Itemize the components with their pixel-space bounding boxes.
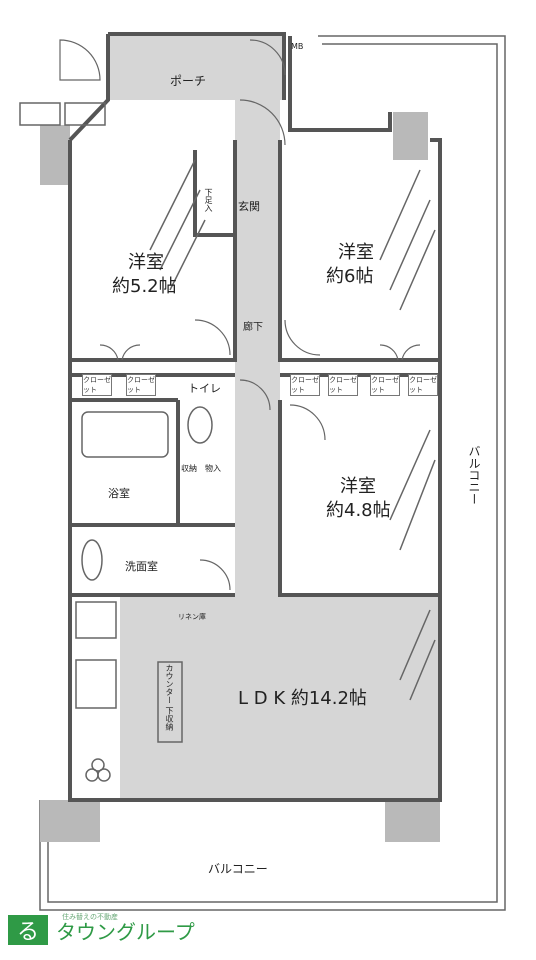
door-swing: [289, 404, 326, 441]
hatch: [389, 429, 436, 551]
logo-mark: る: [8, 915, 48, 945]
washroom-label: 洗面室: [125, 560, 158, 573]
hallway-area: [235, 235, 280, 595]
toilet-fixture: [187, 406, 213, 444]
door-swing: [239, 99, 286, 146]
toilet-label: トイレ: [188, 382, 221, 395]
porch-wall: [108, 32, 286, 100]
door-swing: [194, 319, 231, 356]
hatch: [379, 169, 436, 311]
closet-tag: クローゼット: [290, 374, 320, 396]
door-swing: [249, 39, 286, 76]
entrance-label: 玄関: [238, 200, 260, 213]
room3-wall: [278, 400, 440, 597]
pillar: [40, 125, 70, 185]
linen-label: リネン庫: [178, 613, 206, 621]
fridge: [75, 601, 117, 639]
ldk-area: [120, 595, 440, 800]
pillar: [40, 800, 100, 842]
room2-wall: [278, 140, 440, 362]
room1-size: 約5.2帖: [112, 276, 177, 297]
washbasin: [81, 539, 103, 581]
door-swing: [199, 559, 231, 591]
door-swing: [59, 39, 101, 81]
storage-b-label: 物入: [205, 464, 221, 473]
room3-size: 約4.8帖: [326, 500, 391, 521]
pillar: [393, 112, 428, 160]
door-swing: [239, 379, 271, 411]
balcony-outline: [39, 35, 506, 911]
closet-door: [99, 344, 141, 361]
hatch: [149, 159, 206, 291]
closet-tag: クローゼット: [370, 374, 400, 396]
burner: [97, 768, 111, 782]
room3-name: 洋室: [340, 476, 376, 497]
hallway-label: 廊下: [243, 322, 263, 333]
logo-subtitle: 住み替えの不動産: [62, 913, 118, 921]
storage-a-label: 収納: [181, 464, 197, 473]
counter: [157, 661, 183, 743]
counter-label: カウンター 下収納: [165, 664, 174, 731]
closet-tag: クローゼット: [82, 374, 112, 396]
room1-name: 洋室: [128, 252, 164, 273]
porch-wall: [68, 34, 110, 142]
outer-wall: [68, 138, 442, 802]
ac-unit: [64, 102, 106, 126]
room2-name: 洋室: [338, 242, 374, 263]
porch-label: ポーチ: [170, 74, 207, 88]
closet-tag: クローゼット: [328, 374, 358, 396]
mb-label: MB: [291, 42, 304, 51]
hatch: [399, 609, 436, 701]
room2-size: 約6帖: [326, 266, 374, 287]
company-logo: る タウングループ: [8, 915, 195, 945]
pillar: [385, 800, 440, 842]
entrance-area: [235, 95, 280, 235]
balcony-bottom-label: バルコニー: [208, 862, 268, 876]
door-swing: [284, 319, 321, 356]
closet-tag: クローゼット: [408, 374, 438, 396]
balcony-outline-inner: [47, 43, 498, 903]
closet-tag: クローゼット: [126, 374, 156, 396]
bathroom-label: 浴室: [108, 487, 130, 500]
entrance-wall: [193, 150, 235, 237]
ldk-label: L D K 約14.2帖: [238, 688, 367, 709]
sink: [75, 659, 117, 709]
shoe-cabinet-label: 下足入: [204, 188, 213, 212]
balcony-side-label: バルコニー: [467, 445, 481, 505]
porch-area: [108, 34, 284, 100]
burner: [91, 758, 105, 772]
logo-text: タウングループ: [56, 919, 195, 944]
mb-wall: [288, 36, 392, 132]
closet-door: [379, 344, 421, 361]
room1-wall: [70, 140, 237, 362]
ac-unit: [19, 102, 61, 126]
bathtub: [81, 411, 169, 458]
